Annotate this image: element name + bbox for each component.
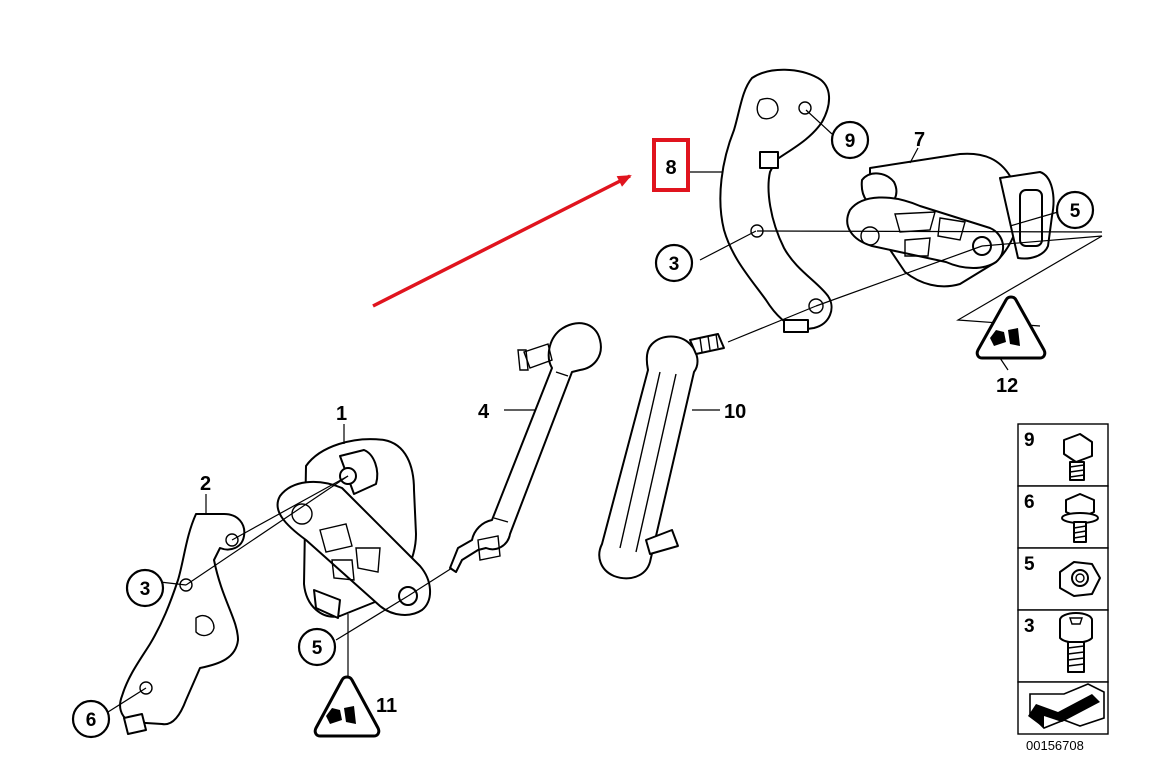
leader-3-right [699,230,757,261]
pointer-arrow-icon [372,174,632,308]
legend-label-9: 9 [1024,430,1035,451]
rod-part-4 [449,322,602,573]
axis-lower [815,245,983,307]
legend-label-3: 3 [1024,616,1035,637]
svg-text:3: 3 [140,579,151,600]
callout-2: 2 [200,473,211,495]
sensor-part-7 [846,152,1055,288]
axis-upper-2 [981,235,1103,247]
leader-7 [909,147,919,164]
bracket-part-8 [719,68,833,333]
axis-upper [756,230,1103,233]
callout-5-right: 5 [1055,190,1095,230]
bracket-part-2 [119,513,246,735]
axis-left-3b [231,475,349,541]
leader-6 [107,687,147,713]
axis-rod-10 [727,305,817,343]
axis-rod-4 [407,567,453,597]
flange-bolt-icon [1061,493,1099,543]
callout-9: 9 [830,120,870,160]
callout-3-left: 3 [125,568,165,608]
callout-1: 1 [336,403,347,425]
svg-text:5: 5 [1070,201,1081,222]
callout-8-highlighted: 8 [652,138,690,192]
svg-text:6: 6 [86,710,97,731]
callout-7: 7 [914,129,925,151]
callout-10: 10 [724,401,746,423]
sensor-part-1 [276,438,431,619]
callout-11: 11 [376,695,397,717]
socket-screw-icon [1059,612,1093,673]
hex-nut-icon [1059,561,1101,597]
warning-triangle-icon-11 [313,675,381,738]
diagram-id: 00156708 [1026,738,1084,753]
callout-5-left: 5 [297,627,337,667]
svg-text:9: 9 [845,131,856,152]
rod-part-10 [598,333,725,580]
leader-5-right [1009,211,1059,227]
axis-left-3 [185,475,349,586]
fastener-legend: 9 6 5 3 [1017,423,1109,735]
leader-3-left [159,581,187,586]
callout-6: 6 [71,699,111,739]
leader-9 [805,109,833,135]
legend-label-5: 5 [1024,554,1035,575]
svg-text:5: 5 [312,638,323,659]
callout-12: 12 [996,375,1018,397]
direction-arrow-icon [1028,683,1105,729]
leader-12 [999,357,1009,371]
callout-4: 4 [478,401,490,423]
hex-bolt-icon [1063,433,1093,481]
svg-text:8: 8 [665,157,676,179]
legend-label-6: 6 [1024,492,1035,513]
callout-3-right: 3 [654,243,694,283]
svg-text:3: 3 [669,254,680,275]
warning-triangle-icon-12 [975,295,1047,360]
